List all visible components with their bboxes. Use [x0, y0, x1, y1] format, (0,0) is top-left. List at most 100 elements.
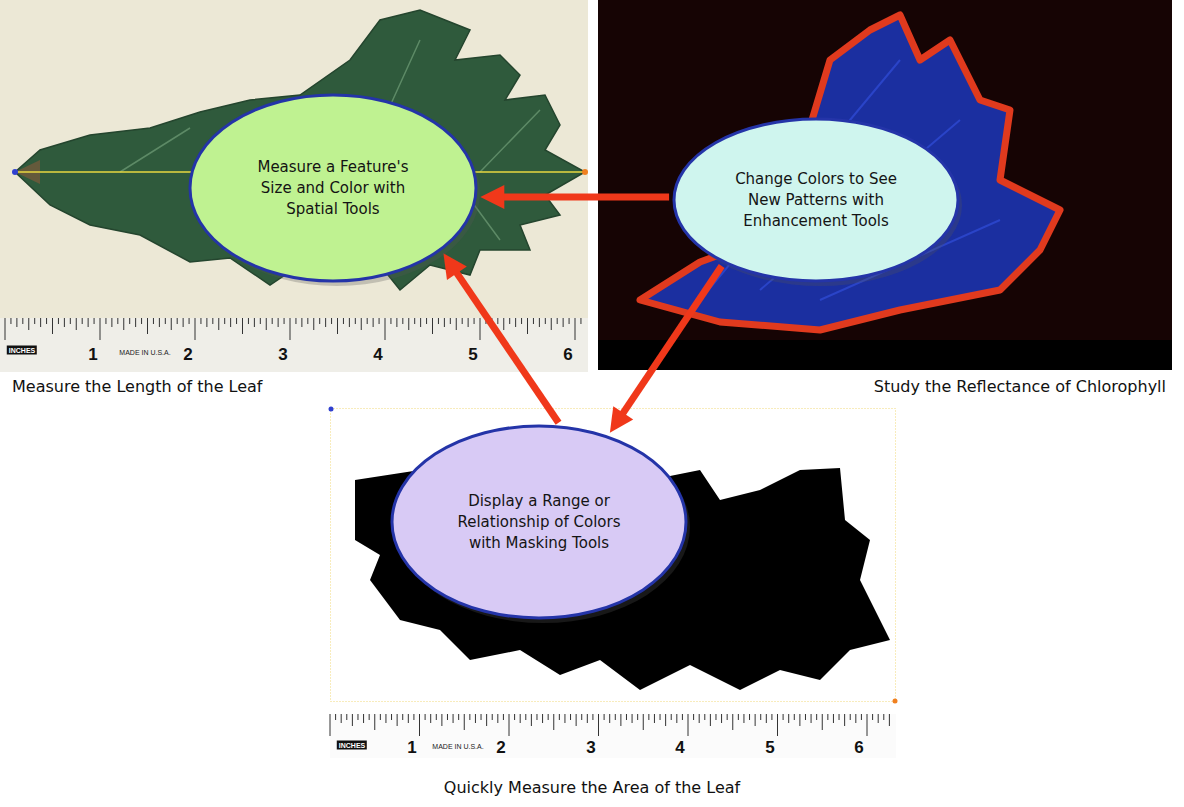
ruler-tick: [284, 318, 285, 324]
ruler-tick: [515, 318, 516, 327]
ruler-tick: [335, 714, 336, 720]
ruler-tick: [447, 714, 448, 720]
ruler-tick: [444, 318, 445, 327]
ruler-tick: [413, 714, 414, 720]
ruler-tick: [123, 318, 124, 330]
ruler-tick: [430, 714, 431, 723]
ruler-tick: [242, 318, 243, 334]
ruler-tick: [438, 318, 439, 324]
ruler-tick: [260, 318, 261, 324]
image-caption: Quickly Measure the Area of the Leaf: [444, 778, 740, 797]
ruler-tick: [402, 714, 403, 720]
ruler-tick: [385, 318, 386, 340]
ruler-tick: [469, 714, 470, 720]
ruler-tick: [660, 714, 661, 720]
ruler-tick: [615, 714, 616, 720]
ruler-tick: [147, 318, 148, 334]
ruler-tick: [111, 318, 112, 327]
ellipse-fill: [190, 95, 476, 281]
ruler-tick: [564, 714, 565, 723]
ruler-tick: [337, 318, 338, 334]
ruler-tick: [374, 714, 375, 730]
ruler-tick: [755, 714, 756, 726]
ruler-tick: [391, 714, 392, 720]
ruler-tick: [200, 318, 201, 324]
ruler-tick: [22, 318, 23, 324]
ruler-tick: [441, 714, 442, 726]
ruler-tick: [183, 318, 184, 327]
ruler-number: 1: [88, 346, 97, 363]
ruler-tick: [581, 714, 582, 720]
ruler-tick: [129, 318, 130, 324]
chlorophyll-photo: [598, 0, 1172, 370]
ruler-tick: [177, 318, 178, 324]
ruler-tick: [559, 714, 560, 720]
arrow-head: [610, 406, 633, 433]
node-label: Change Colors to See New Patterns with E…: [731, 169, 901, 232]
spatial-tools-ellipse: Measure a Feature's Size and Color with …: [188, 93, 478, 283]
ruler-tick: [783, 714, 784, 720]
ruler-tick: [100, 318, 101, 340]
ruler-tick: [468, 318, 469, 327]
arrow-shaft: [621, 266, 722, 416]
ruler-tick: [766, 714, 767, 723]
ruler-tick: [872, 714, 873, 720]
ruler-tick: [189, 318, 190, 324]
ruler-tick: [352, 714, 353, 726]
ruler-tick: [704, 714, 705, 720]
ruler-tick: [637, 714, 638, 720]
ruler-tick: [575, 318, 576, 340]
ruler-number: 2: [496, 739, 505, 756]
ruler-tick: [777, 714, 778, 736]
ruler-tick: [141, 318, 142, 324]
node-body: Measure a Feature's Size and Color with …: [246, 157, 421, 220]
ruler-tick: [76, 318, 77, 330]
ruler-tick: [105, 318, 106, 324]
ruler-tick: [325, 318, 326, 327]
ruler-tick: [432, 318, 433, 334]
ruler-tick: [135, 318, 136, 327]
ruler-tick: [648, 714, 649, 720]
ruler-tick: [28, 318, 29, 330]
ruler-tick: [414, 318, 415, 324]
ruler-tick: [341, 714, 342, 723]
ruler-tick: [295, 318, 296, 324]
ellipse-fill: [674, 119, 958, 281]
ruler-tick: [34, 318, 35, 324]
ruler-tick: [206, 318, 207, 327]
ruler-number: 6: [854, 739, 863, 756]
ruler-tick: [580, 318, 581, 324]
ruler-tick: [408, 318, 409, 330]
ruler-tick: [313, 318, 314, 330]
arrow-head: [480, 185, 504, 209]
ruler-tick: [883, 714, 884, 720]
ruler-tick: [643, 714, 644, 730]
ruler-tick: [557, 318, 558, 324]
ruler-tick: [462, 318, 463, 324]
ruler-tick: [548, 714, 549, 720]
ruler-tick: [710, 714, 711, 726]
enhancement-tools-ellipse: Change Colors to See New Patterns with E…: [672, 117, 960, 283]
ruler-tick: [419, 714, 420, 736]
ruler-tick: [195, 318, 196, 340]
ruler-tick: [117, 318, 118, 324]
ruler-tick: [46, 318, 47, 324]
ruler-tick: [503, 318, 504, 330]
ruler-tick: [230, 318, 231, 327]
ruler-tick: [453, 714, 454, 723]
ruler-tick: [458, 714, 459, 720]
ruler-tick: [721, 714, 722, 723]
ruler-tick: [539, 318, 540, 327]
ruler-tick: [88, 318, 89, 327]
ruler-tick: [693, 714, 694, 720]
ruler-tick: [794, 714, 795, 720]
arrow-shaft: [455, 270, 559, 423]
ruler-tick: [165, 318, 166, 324]
ruler-tick: [626, 714, 627, 720]
ruler-tick: [171, 318, 172, 330]
arrow-shaft: [500, 194, 669, 201]
ruler-tick: [497, 714, 498, 723]
ruler-imprint: MADE IN U.S.A.: [119, 349, 170, 356]
ruler-tick: [569, 318, 570, 324]
